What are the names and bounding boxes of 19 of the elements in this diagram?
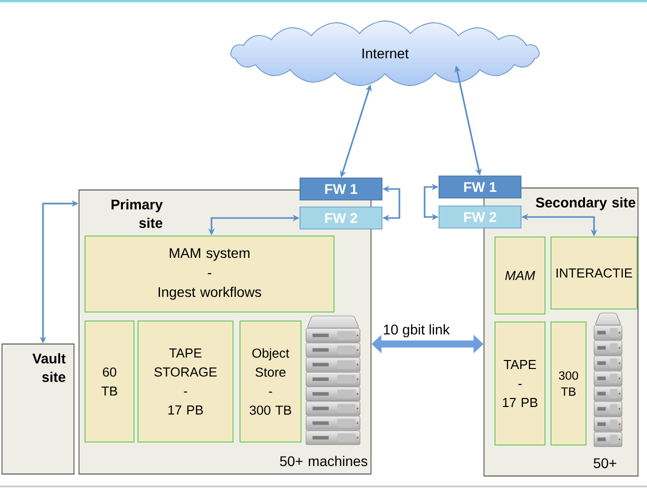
firewall-box: FW 1 bbox=[300, 178, 382, 200]
firewall-box: FW 2 bbox=[300, 206, 382, 230]
internet-cloud: Internet bbox=[230, 20, 540, 86]
component-box: Object Store - 300 TB bbox=[240, 320, 302, 442]
component-box: TAPE STORAGE - 17 PB bbox=[138, 320, 234, 442]
machine-count: 50+ bbox=[594, 458, 616, 468]
site-heading: Secondary site bbox=[536, 197, 636, 210]
machine-count: 50+ machines bbox=[280, 456, 368, 466]
firewall-box: FW 1 bbox=[438, 176, 522, 198]
component-box: 300 TB bbox=[550, 322, 586, 446]
site-heading: Primary site bbox=[112, 199, 163, 228]
edge-label: 10 gbit link bbox=[381, 322, 452, 339]
component-box: MAM system - Ingest workflows bbox=[84, 236, 334, 312]
component-box: 60 TB bbox=[84, 320, 134, 442]
site-heading: Vault site bbox=[32, 353, 66, 382]
firewall-box: FW 2 bbox=[438, 206, 522, 228]
component-box: TAPE - 17 PB bbox=[494, 322, 546, 446]
component-box: MAM bbox=[494, 236, 546, 314]
component-box: INTERACTIE bbox=[550, 236, 638, 310]
